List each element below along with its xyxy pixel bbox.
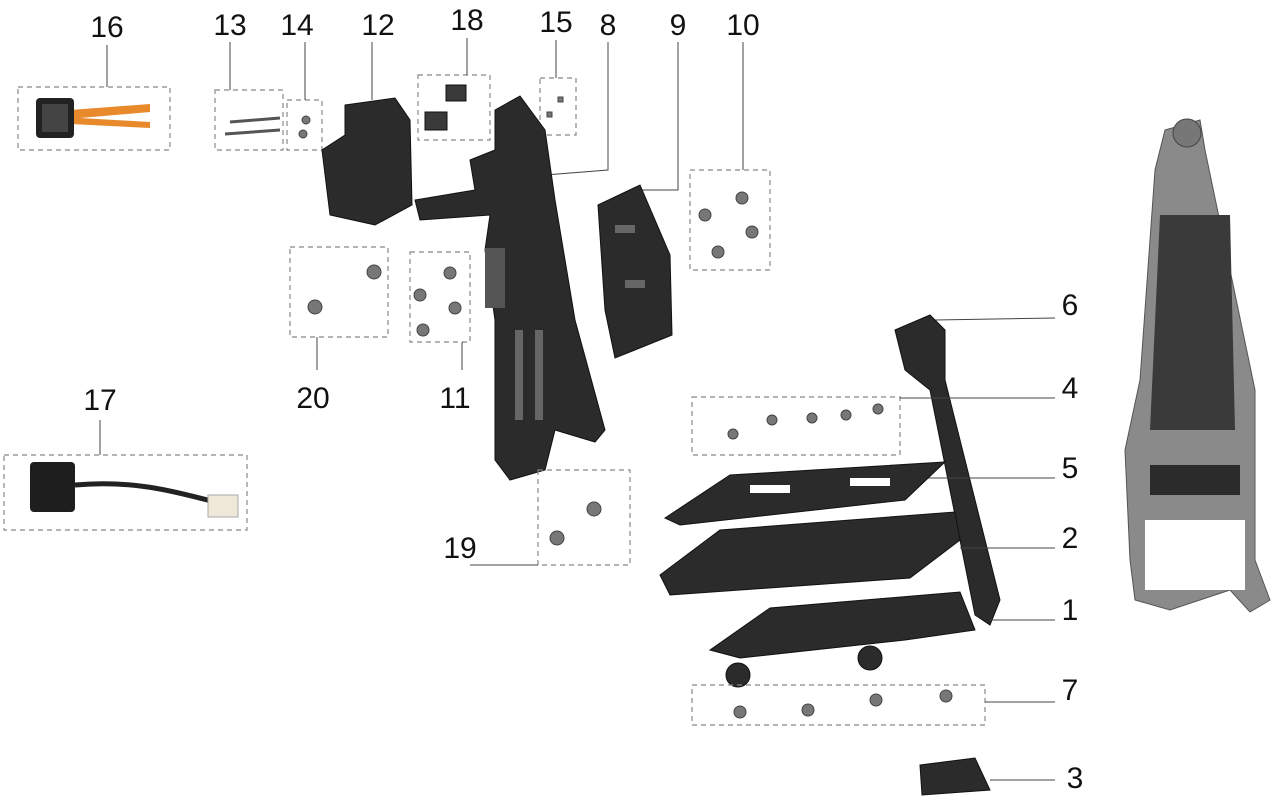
part-2-tray	[659, 511, 1055, 596]
part-5-gasket	[663, 461, 1055, 526]
part-1-base-plate	[708, 591, 1055, 688]
part-11-nuts	[409, 251, 471, 370]
part-14-washers	[286, 42, 323, 151]
callout-1: 1	[1062, 594, 1079, 627]
callout-5: 5	[1062, 452, 1079, 485]
callout-10: 10	[726, 9, 759, 42]
part-10-screws	[689, 42, 771, 271]
part-19-screws	[470, 469, 631, 566]
callout-16: 16	[90, 11, 123, 44]
callout-14: 14	[280, 9, 313, 42]
callout-20: 20	[296, 382, 329, 415]
part-16-connector	[17, 45, 171, 151]
part-4-bolts	[691, 396, 1055, 456]
part-20-screws	[289, 246, 389, 370]
callout-2: 2	[1062, 522, 1079, 555]
part-13-bolts	[214, 42, 284, 151]
part-3-pad	[919, 757, 1055, 796]
callout-15: 15	[539, 6, 572, 39]
scooter-frame	[1124, 118, 1271, 613]
callout-11: 11	[439, 382, 470, 415]
callout-6: 6	[1062, 289, 1079, 322]
part-7-screws	[691, 684, 1055, 726]
callout-8: 8	[600, 9, 617, 42]
callout-17: 17	[83, 384, 116, 417]
callout-7: 7	[1062, 674, 1079, 707]
part-15-nuts	[539, 40, 577, 136]
part-12-housing	[321, 42, 413, 226]
part-17-switch-cable	[3, 420, 248, 531]
part-18-clips	[417, 38, 491, 141]
callout-18: 18	[450, 4, 483, 37]
callout-12: 12	[361, 9, 394, 42]
part-9-plate	[597, 42, 679, 359]
callout-13: 13	[213, 9, 246, 42]
callout-9: 9	[670, 9, 687, 42]
callout-3: 3	[1067, 762, 1084, 795]
callout-4: 4	[1062, 372, 1079, 405]
callout-19: 19	[443, 532, 476, 565]
part-8-main-bracket	[414, 42, 609, 481]
